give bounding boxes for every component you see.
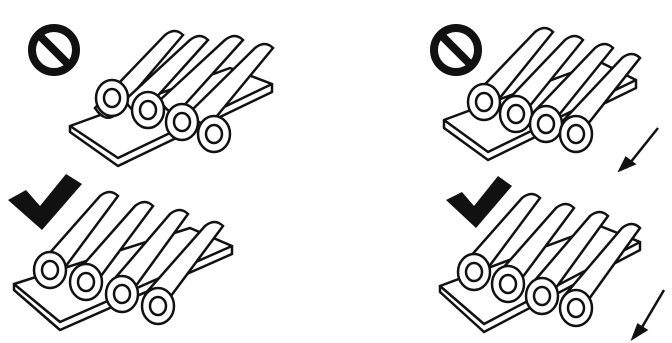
- pull-direction-arrow-icon: [633, 290, 664, 338]
- panel-bottom-right: [400, 170, 672, 343]
- prohibited-icon: [434, 28, 478, 72]
- pull-direction-arrow-icon: [620, 128, 658, 170]
- panel-bottom-left: [0, 170, 300, 343]
- checkmark-icon: [8, 174, 82, 230]
- prohibited-icon: [32, 28, 76, 72]
- panel-top-right: [400, 0, 672, 172]
- panel-top-left: [0, 0, 300, 172]
